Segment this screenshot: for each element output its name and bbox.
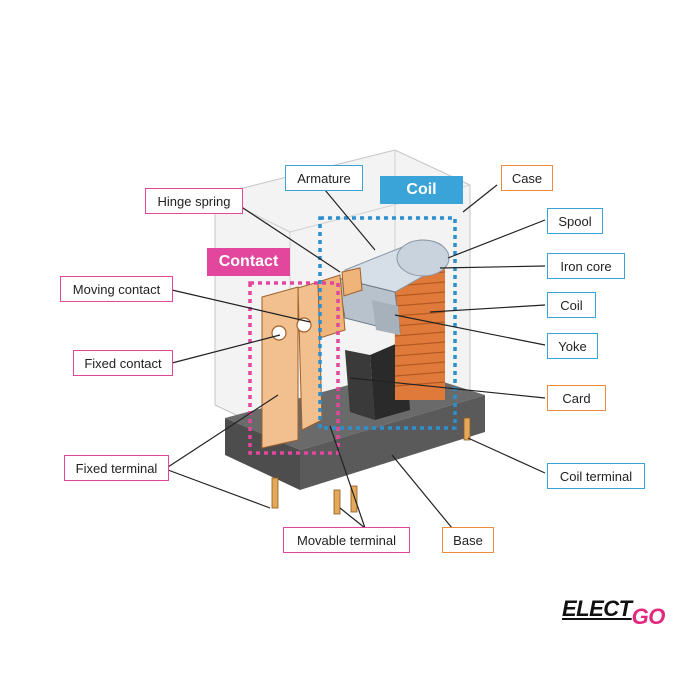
logo-part-elect: ELECT bbox=[562, 596, 632, 621]
label-moving-contact: Moving contact bbox=[60, 276, 173, 302]
label-spool: Spool bbox=[547, 208, 603, 234]
electgo-logo: ELECTGO bbox=[562, 596, 665, 629]
label-yoke: Yoke bbox=[547, 333, 598, 359]
label-coil-terminal: Coil terminal bbox=[547, 463, 645, 489]
logo-part-go: GO bbox=[631, 604, 666, 629]
coil-group-tag: Coil bbox=[380, 176, 463, 204]
label-base: Base bbox=[442, 527, 494, 553]
label-movable-terminal: Movable terminal bbox=[283, 527, 410, 553]
label-case: Case bbox=[501, 165, 553, 191]
label-coil: Coil bbox=[547, 292, 596, 318]
terminal-pins bbox=[271, 417, 471, 515]
contact-group-tag: Contact bbox=[207, 248, 290, 276]
label-hinge-spring: Hinge spring bbox=[145, 188, 243, 214]
contact-group-outline bbox=[248, 281, 340, 455]
coil-group-outline bbox=[318, 216, 457, 430]
fixed-terminal-plate bbox=[261, 286, 312, 449]
label-fixed-contact: Fixed contact bbox=[73, 350, 173, 376]
leader-lines bbox=[167, 184, 546, 529]
label-iron-core: Iron core bbox=[547, 253, 625, 279]
spool-top bbox=[344, 239, 450, 296]
label-fixed-terminal: Fixed terminal bbox=[64, 455, 169, 481]
label-card: Card bbox=[547, 385, 606, 411]
label-armature: Armature bbox=[285, 165, 363, 191]
